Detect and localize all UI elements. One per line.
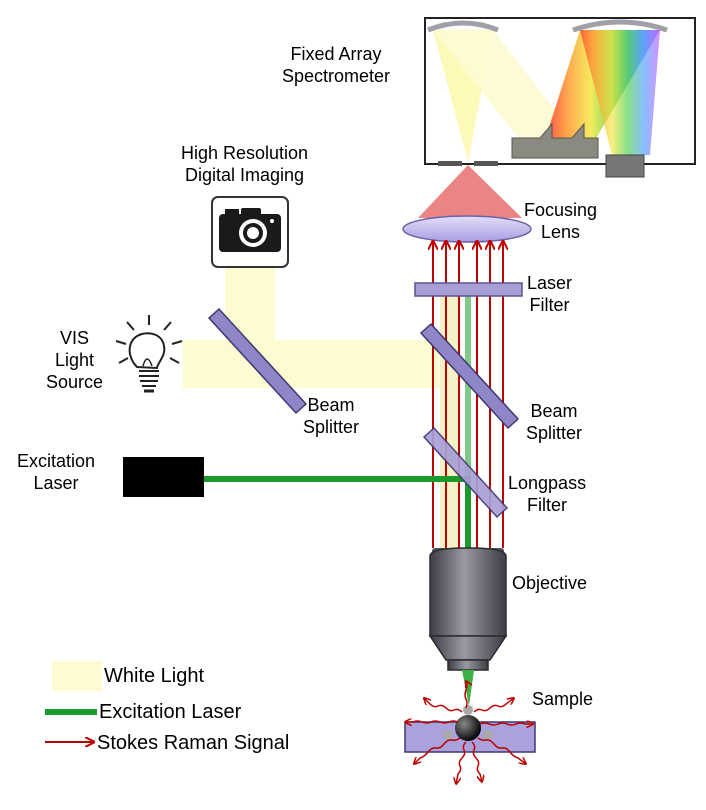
- detector-array: [605, 154, 645, 178]
- objective-label: Objective: [512, 573, 588, 593]
- longpass-filter-label-line2: Filter: [527, 495, 568, 515]
- excitation-laser-label-line1: Excitation: [17, 451, 96, 471]
- entrance-slit-right: [474, 161, 498, 166]
- white-light-horizontal-beam: [183, 340, 453, 388]
- spectrometer-mirror-right: [572, 19, 668, 33]
- scattered-raman-photons: [405, 681, 533, 784]
- entrance-slit-left: [438, 161, 462, 166]
- laser-focus-cone: [462, 670, 474, 706]
- sample: [404, 705, 536, 753]
- laser-filter: [414, 282, 523, 297]
- legend-excitation-swatch: [45, 709, 97, 715]
- excitation-laser-label-line2: Laser: [33, 473, 79, 493]
- focused-signal-cone: [418, 165, 522, 218]
- legend-stokes-label: Stokes Raman Signal: [97, 732, 290, 754]
- laser-filter-label-line2: Filter: [529, 295, 570, 315]
- imaging-label-line2: Digital Imaging: [185, 165, 305, 185]
- legend-excitation-label: Excitation Laser: [99, 701, 242, 723]
- imaging-label-line1: High Resolution: [181, 143, 309, 163]
- legend-white-light-swatch: [52, 661, 102, 691]
- focusing-lens: [402, 215, 532, 243]
- excitation-laser-source: [123, 457, 204, 497]
- beam-splitter-right-label: Beam Splitter: [526, 400, 582, 444]
- longpass-filter: [422, 426, 509, 519]
- vis-light-label-line1: VIS: [60, 328, 90, 348]
- spectrometer-mirror-left: [427, 20, 499, 33]
- light-bulb-icon: [115, 315, 183, 393]
- focusing-lens-label: Focusing Lens: [524, 199, 597, 243]
- laser-filter-label: Laser Filter: [527, 272, 572, 316]
- objective-lens: [428, 547, 508, 671]
- excitation-laser-beam-down: [465, 476, 471, 548]
- white-light-vertical-beam: [440, 290, 460, 550]
- excitation-laser-beam-vertical: [465, 292, 471, 547]
- spectrometer-label-line1: Fixed Array: [290, 44, 382, 64]
- beam-splitter-right: [419, 322, 520, 430]
- sample-particle: [455, 715, 481, 741]
- focusing-lens-label-line2: Lens: [541, 222, 581, 242]
- spectrometer: [424, 17, 696, 178]
- spectrometer-label: Fixed Array Spectrometer: [282, 43, 390, 87]
- laser-filter-label-line1: Laser: [527, 273, 573, 293]
- beam-splitter-right-label-line2: Splitter: [526, 423, 583, 443]
- beam-splitter-left: [207, 307, 308, 415]
- vis-light-label: VIS Light Source: [46, 327, 103, 393]
- excitation-laser-beam-horizontal: [204, 476, 468, 482]
- legend-white-light-label: White Light: [104, 665, 205, 687]
- beam-splitter-left-label-line1: Beam: [307, 395, 355, 415]
- spectrometer-collimated-beam: [433, 30, 578, 140]
- beam-splitter-left-label: Beam Splitter: [303, 394, 359, 438]
- focusing-lens-label-line1: Focusing: [524, 200, 598, 220]
- longpass-filter-label: Longpass Filter: [508, 472, 586, 516]
- vis-light-label-line3: Source: [46, 372, 104, 392]
- vis-light-label-line2: Light: [55, 350, 95, 370]
- diffraction-grating: [511, 122, 599, 159]
- longpass-filter-label-line1: Longpass: [508, 473, 587, 493]
- spectrometer-label-line2: Spectrometer: [282, 66, 391, 86]
- spectrometer-focused-beam: [580, 30, 660, 155]
- beam-splitter-right-label-line1: Beam: [530, 401, 578, 421]
- excitation-laser-label: Excitation Laser: [17, 450, 95, 494]
- imaging-label: High Resolution Digital Imaging: [181, 142, 308, 186]
- beam-splitter-left-label-line2: Splitter: [303, 417, 360, 437]
- sample-label: Sample: [532, 689, 594, 709]
- camera-icon: [211, 196, 289, 268]
